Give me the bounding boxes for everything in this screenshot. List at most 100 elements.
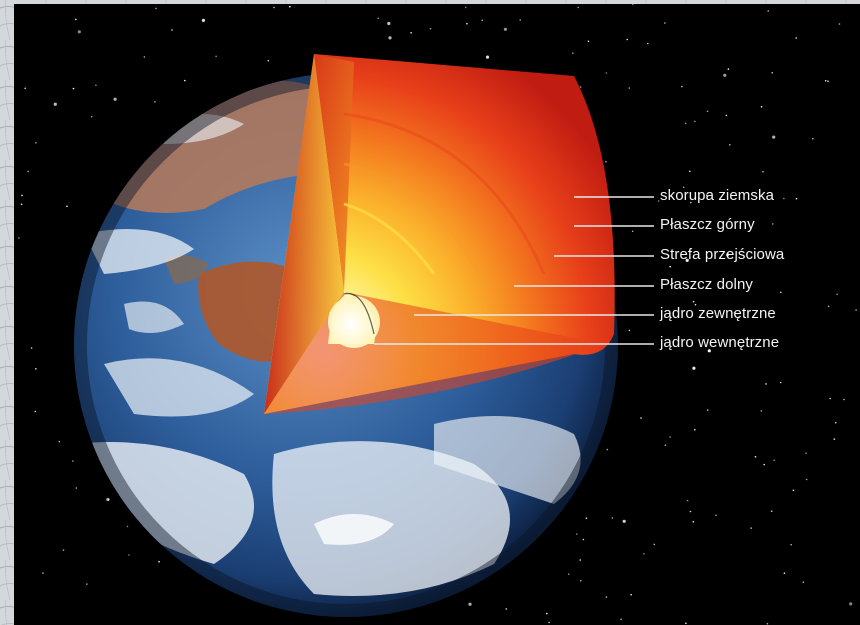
star [685,258,689,262]
star [215,55,217,58]
star [706,194,708,196]
star [643,552,645,555]
star [765,383,767,385]
star [606,448,609,451]
star [692,300,695,303]
star [772,135,776,139]
leader-lines [374,196,654,345]
star [628,87,631,89]
star [579,559,581,561]
star [669,436,671,438]
star [155,7,157,10]
star [267,59,270,62]
star [824,79,827,82]
star [75,487,78,489]
star [827,305,830,308]
star [35,368,37,370]
label-inner-core: jądro wewnętrzne [660,334,780,351]
star [626,38,628,41]
star [694,428,696,431]
star [726,253,730,257]
star [388,36,392,40]
cutaway-wedge [264,54,615,414]
star [773,459,775,462]
star [35,142,37,144]
star [605,596,608,598]
star [143,56,146,58]
star [75,18,77,21]
star [580,580,582,582]
star [577,6,579,9]
star [647,42,649,45]
star [171,29,173,31]
star [86,583,88,585]
star [640,417,642,419]
star [657,200,660,202]
star [546,612,548,615]
star [630,593,632,596]
star [158,560,160,563]
star [653,543,656,546]
star [689,170,691,173]
top-face [314,54,354,292]
star [715,514,717,516]
star [72,87,75,90]
label-transition-zone: Strefa przejściowa [660,246,785,263]
star [812,137,814,140]
star [201,18,205,22]
left-face [264,54,344,414]
star [669,265,671,268]
star [575,533,578,535]
label-upper-mantle: Płaszcz górny [660,216,755,233]
star [754,456,757,458]
star [802,581,805,583]
star [762,170,764,173]
star [605,72,608,74]
star [128,554,130,556]
star [767,10,769,12]
space-background: skorupa ziemska Płaszcz górny Strefa prz… [14,4,860,625]
star [780,291,782,294]
star [377,17,380,19]
star [519,19,521,21]
star [760,106,763,108]
star [729,144,731,146]
star [154,101,156,103]
star [805,478,808,481]
star [429,27,432,30]
star [682,186,685,189]
star [692,521,695,523]
star [21,194,23,197]
star [27,170,29,173]
label-outer-core: jądro zewnętrzne [660,305,776,322]
starfield [18,4,857,625]
continent-australia [198,261,289,362]
star [466,22,468,25]
star [605,161,607,163]
star [733,312,736,314]
star [795,197,798,200]
star [664,444,667,447]
star [34,410,37,413]
star [410,32,412,34]
label-lower-mantle: Płaszcz dolny [660,276,754,293]
star [24,87,26,90]
star [18,237,20,239]
star [72,460,74,462]
star [779,381,782,384]
star [843,398,845,401]
star [90,115,93,118]
star [750,527,752,529]
star [468,602,472,606]
star [106,497,110,502]
star [95,84,97,87]
star [587,40,590,43]
star [126,525,129,528]
star [707,349,711,353]
star [611,517,614,519]
star [20,203,23,206]
earth-cross-section [18,4,857,625]
star [631,230,634,233]
star [681,85,683,88]
star [485,55,490,59]
